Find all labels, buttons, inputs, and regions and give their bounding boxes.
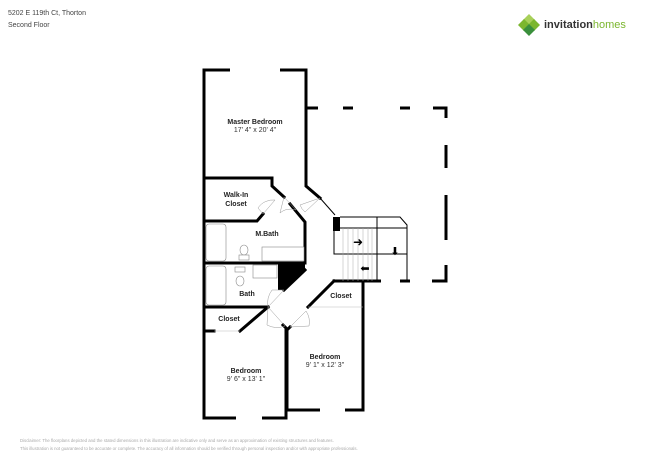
door-swing-icon [257, 199, 276, 215]
invitation-homes-logo: invitationhomes [518, 14, 626, 36]
room-label-bedroom-left: Bedroom [231, 368, 262, 375]
logo-word-homes: homes [592, 19, 626, 31]
doors [257, 196, 321, 328]
room-label-master-bath: M.Bath [255, 231, 278, 238]
disclaimer-line-1: Disclaimer: The floorplans depicted and … [20, 438, 334, 443]
room-dimensions-bedroom-right: 9' 1" x 12' 3" [306, 362, 345, 369]
door-swing-icon [299, 197, 321, 213]
disclaimer-line-2: This illustration is not guaranteed to b… [20, 446, 358, 451]
floor-label: Second Floor [8, 22, 50, 29]
room-label-bedroom-right: Bedroom [310, 354, 341, 361]
toilet-icon [235, 275, 245, 287]
door-swing-icon [267, 289, 285, 308]
room-label-closet-left: Closet [218, 316, 240, 323]
room-dimensions-bedroom-left: 9' 6" x 13' 1" [227, 376, 266, 383]
room-label-bath: Bath [239, 291, 255, 298]
bathtub-icon [205, 265, 227, 306]
bathtub-icon [205, 223, 227, 262]
door-swing-icon [289, 310, 310, 328]
walls [202, 68, 448, 420]
staircase: ➜ ⬇ ⬅ [333, 216, 408, 281]
fixtures [205, 223, 305, 306]
room-dimensions-master-bedroom: 17' 4" x 20' 4" [234, 127, 277, 134]
door-swing-icon [266, 306, 286, 328]
room-label-master-bedroom: Master Bedroom [227, 119, 282, 126]
double-sink-icon [261, 246, 305, 262]
address: 5202 E 119th Ct, Thorton [8, 10, 86, 17]
logo-word-invitation: invitation [544, 19, 593, 31]
room-label-closet-right: Closet [330, 293, 352, 300]
stair-arrow-right-icon: ➜ [353, 235, 363, 249]
stair-arrow-left-icon: ⬅ [360, 263, 369, 275]
door-swing-icon [279, 196, 297, 214]
toilet-icon [239, 244, 249, 256]
logo-mark-icon [518, 14, 540, 36]
sink-icon [252, 264, 278, 279]
stair-arrow-down-icon: ⬇ [390, 246, 399, 258]
